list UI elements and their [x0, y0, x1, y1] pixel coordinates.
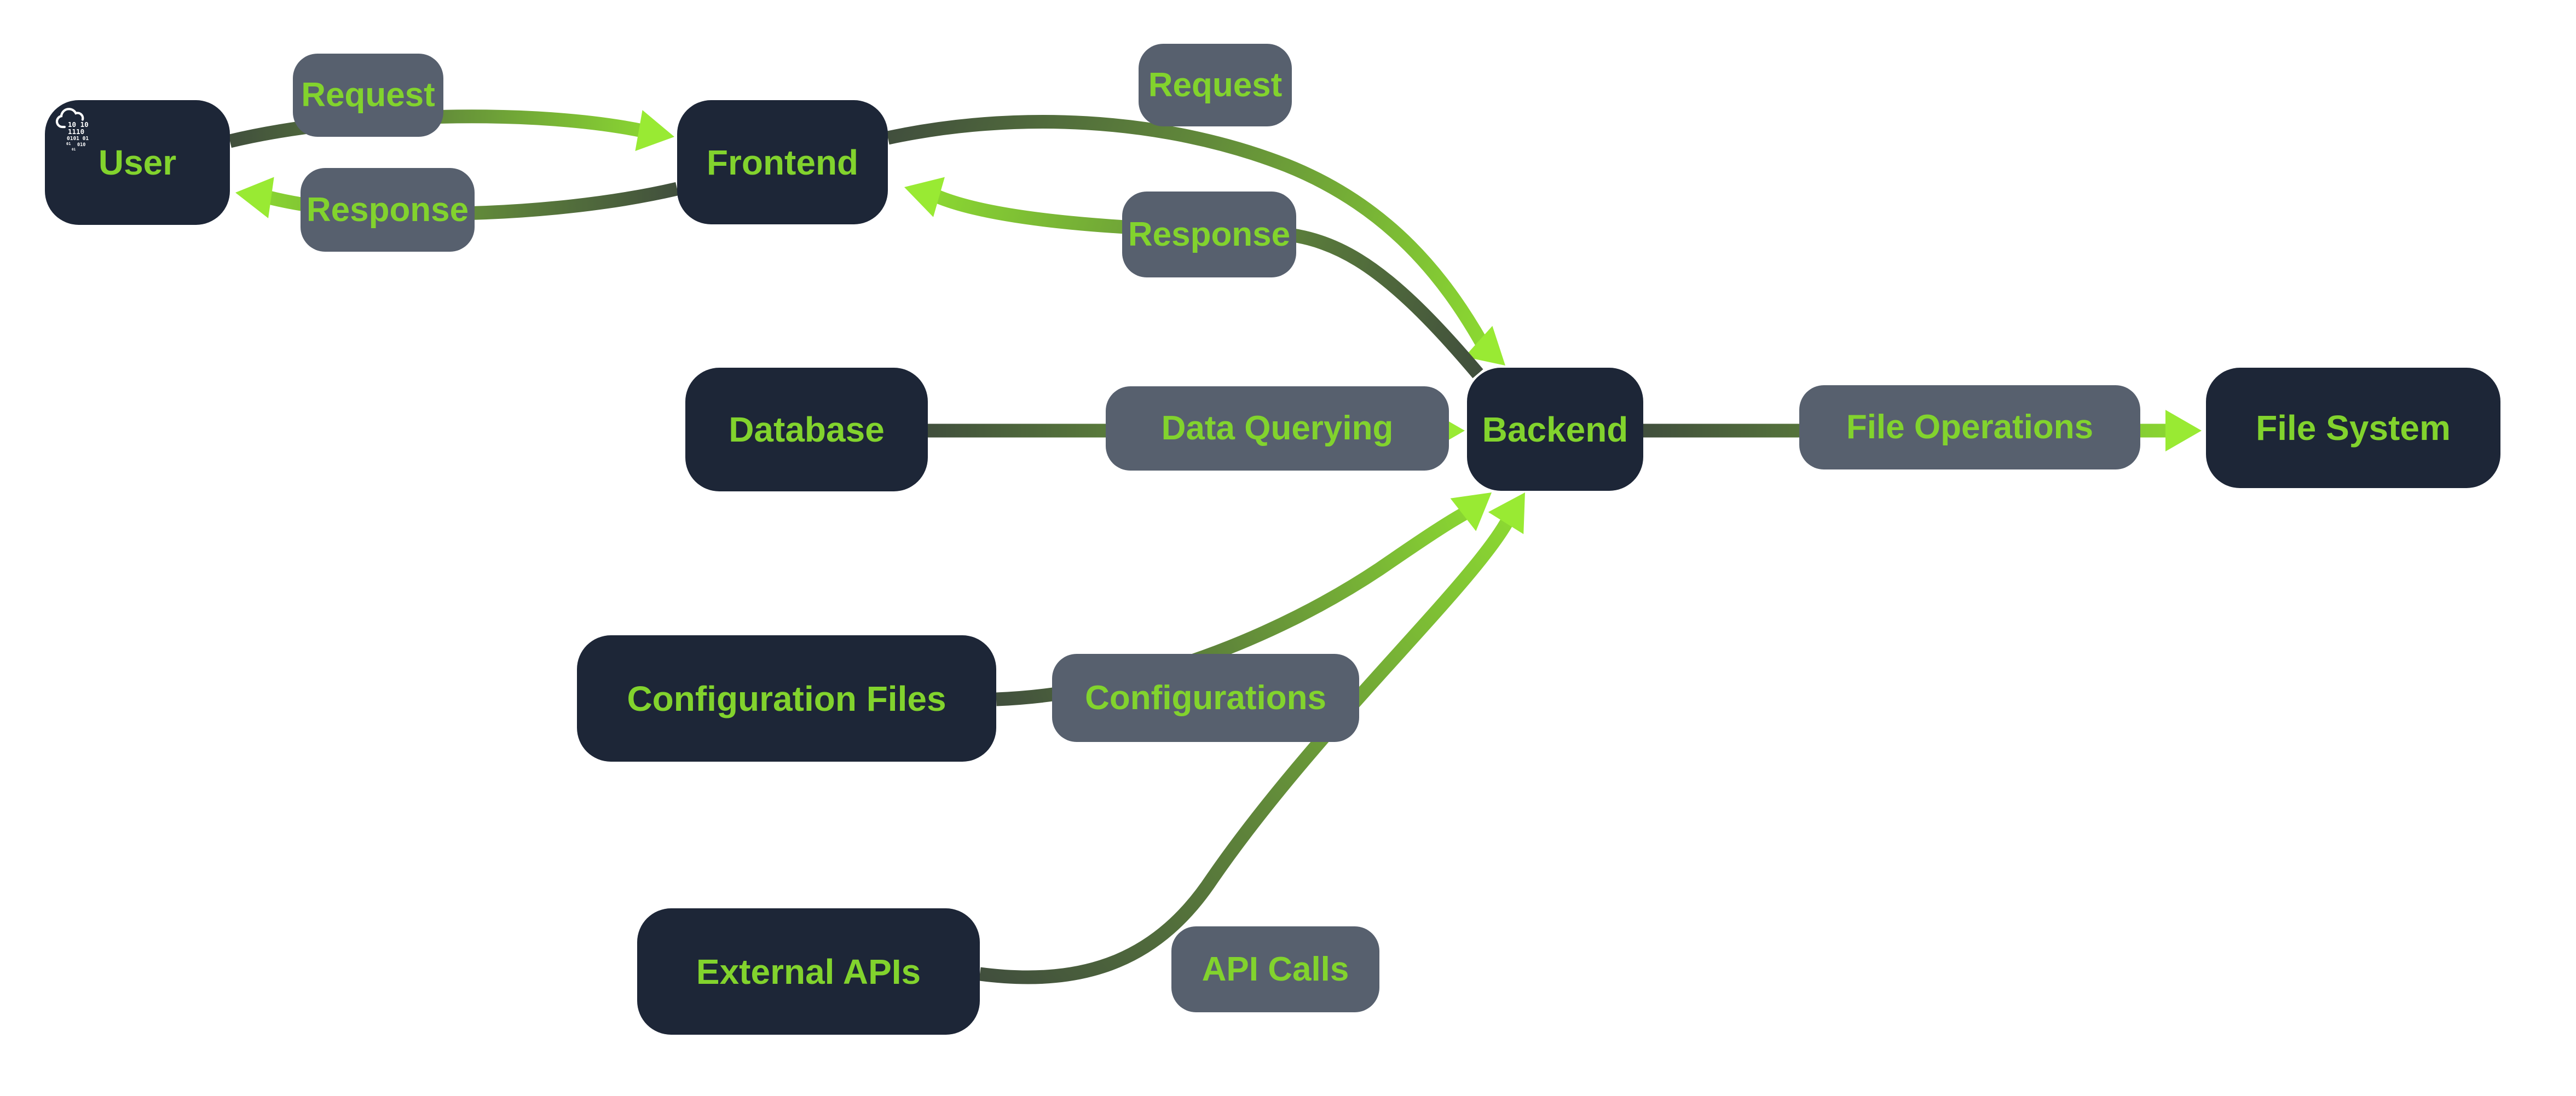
- edge-label-text: Response: [1128, 215, 1291, 253]
- edge-label-text: Request: [1148, 66, 1283, 104]
- node-database: Database: [685, 368, 928, 491]
- edge-frontend-user-arrowhead: [235, 177, 274, 218]
- node-label: File System: [2256, 408, 2451, 448]
- edge-frontend-backend-arrowhead: [1464, 326, 1505, 366]
- edge-user-frontend-arrowhead: [635, 110, 674, 151]
- binary-row: 10 10: [68, 120, 89, 129]
- edge-frontend-backend: [886, 114, 1487, 346]
- edge-backend-filesystem-arrowhead: [2165, 410, 2202, 451]
- node-configuration-files: Configuration Files: [577, 635, 996, 762]
- edge-label-text: Data Querying: [1161, 409, 1394, 447]
- node-label: Backend: [1482, 409, 1628, 449]
- node-backend: Backend: [1467, 368, 1643, 491]
- binary-row: 0101 01: [67, 136, 89, 142]
- node-label: Database: [729, 410, 885, 449]
- edge-label-request-frontend-backend: Request: [1139, 44, 1292, 126]
- edge-configfiles-backend-arrowhead: [1450, 492, 1492, 531]
- node-label: User: [98, 143, 177, 182]
- node-file-system: File System: [2206, 368, 2500, 488]
- cloud-binary-icon: 10 10 1110 0101 01 01 010 01: [55, 108, 89, 152]
- edge-backend-frontend-arrowhead: [904, 177, 945, 217]
- edge-label-file-operations: File Operations: [1799, 385, 2140, 469]
- edge-label-response-backend-frontend: Response: [1122, 192, 1296, 277]
- cloud-outline: [55, 108, 84, 129]
- edge-label-text: API Calls: [1202, 950, 1349, 988]
- binary-row: 01: [66, 142, 71, 146]
- binary-row: 01: [72, 148, 76, 152]
- edge-externalapis-backend: [979, 517, 1514, 984]
- edge-label-configurations: Configurations: [1052, 654, 1359, 742]
- edge-label-api-calls: API Calls: [1171, 926, 1379, 1012]
- binary-row: 1110: [68, 127, 84, 136]
- edge-label-data-querying: Data Querying: [1106, 386, 1449, 471]
- edge-label-text: File Operations: [1846, 408, 2094, 446]
- node-frontend: Frontend: [677, 100, 888, 224]
- edge-label-text: Configurations: [1085, 679, 1326, 717]
- node-label: Configuration Files: [627, 679, 946, 718]
- edge-label-text: Response: [306, 190, 469, 229]
- node-label: Frontend: [706, 142, 859, 182]
- edge-externalapis-backend-arrowhead: [1488, 492, 1525, 535]
- node-user: User: [45, 100, 230, 225]
- node-external-apis: External APIs: [637, 908, 980, 1035]
- edge-label-response-frontend-user: Response: [301, 168, 475, 252]
- node-label: External APIs: [696, 952, 921, 991]
- edge-label-text: Request: [301, 76, 435, 114]
- edge-label-request-user-frontend: Request: [293, 54, 443, 137]
- binary-row: 010: [77, 142, 85, 148]
